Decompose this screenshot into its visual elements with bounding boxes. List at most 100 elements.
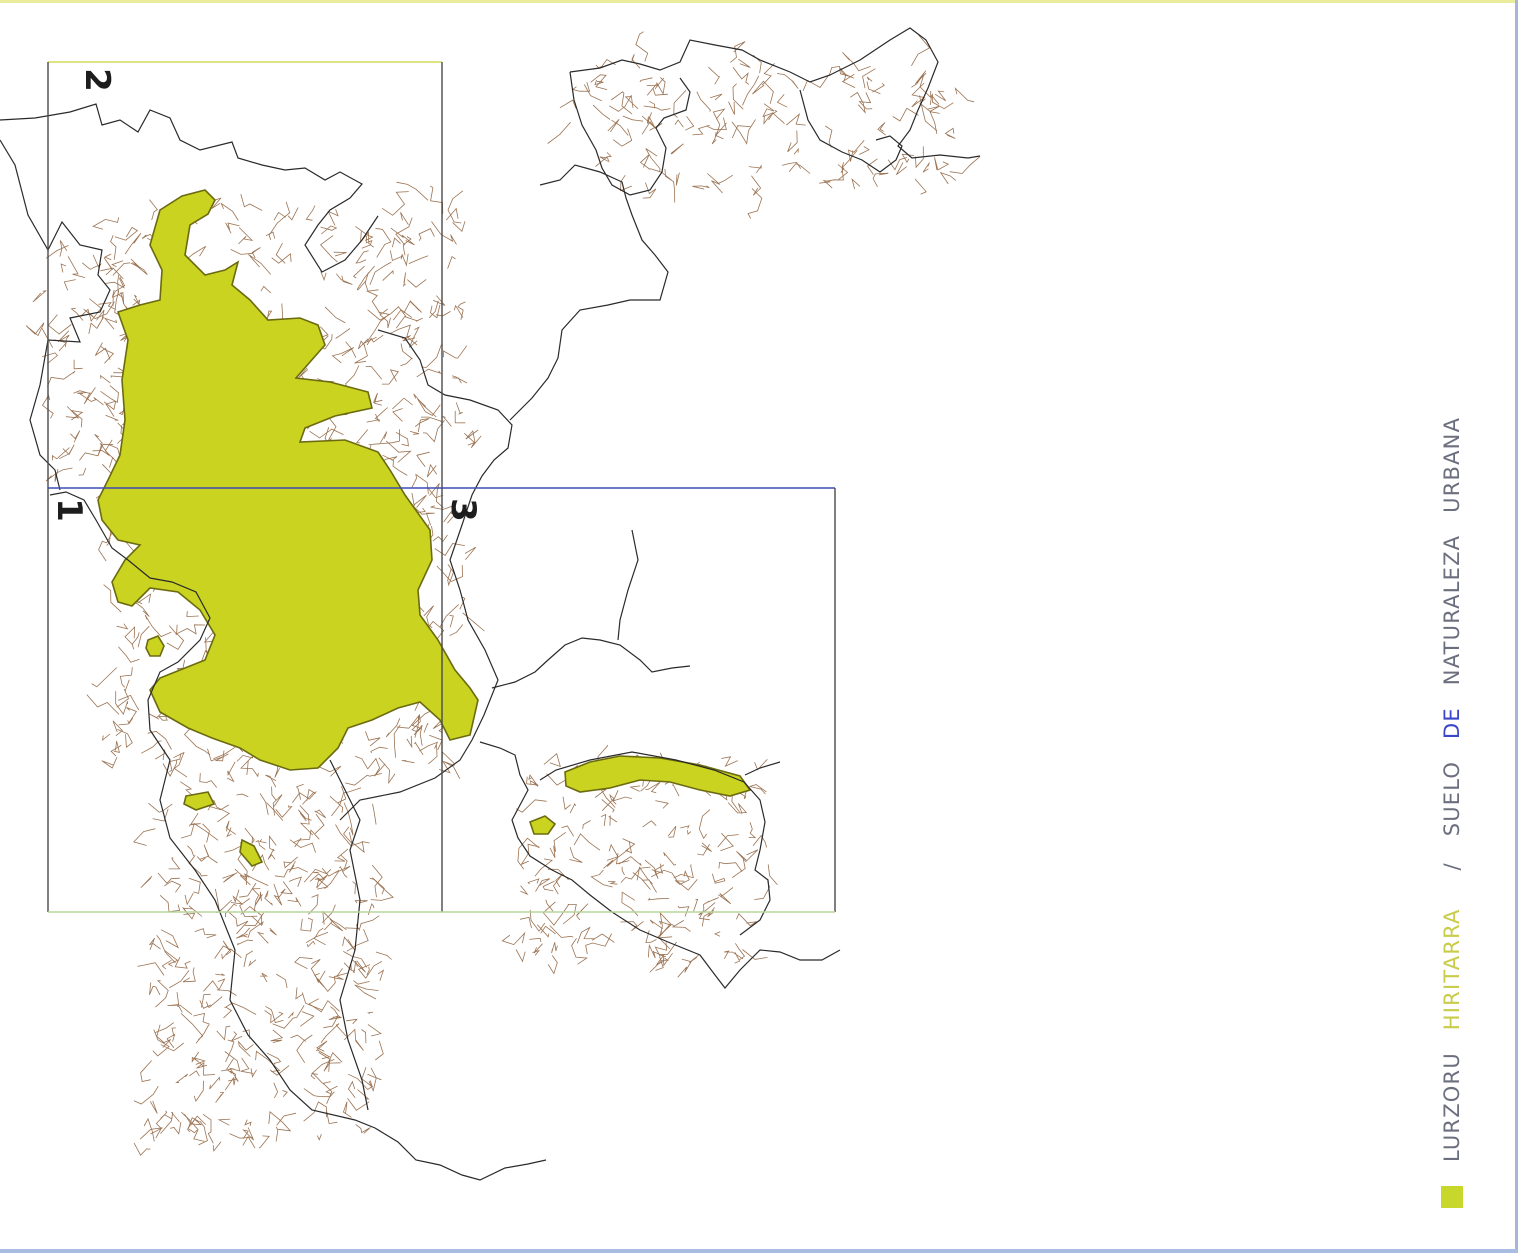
street-line: [222, 872, 238, 883]
street-line: [533, 943, 543, 954]
street-line: [529, 937, 542, 942]
street-line: [199, 1000, 212, 1009]
street-line: [738, 58, 751, 68]
street-line: [526, 776, 539, 786]
street-line: [842, 52, 871, 72]
street-line: [366, 407, 388, 423]
street-line: [240, 193, 263, 211]
street-line: [622, 838, 636, 854]
street-line: [86, 694, 120, 715]
street-line: [275, 1126, 279, 1142]
legend-label: LURZORU HIRITARRA / SUELO DE NATURALEZA …: [1440, 417, 1464, 1162]
street-line: [411, 473, 429, 495]
street-line: [595, 58, 616, 69]
street-line: [186, 611, 199, 618]
street-line: [851, 178, 861, 190]
street-line: [583, 84, 602, 102]
boundary-northeast-3: [799, 89, 903, 173]
street-line: [83, 301, 115, 320]
street-line: [273, 883, 283, 906]
street-line: [671, 920, 691, 932]
street-line: [553, 831, 567, 852]
street-line: [238, 227, 254, 245]
street-line: [718, 862, 743, 872]
boundary-center-east: [339, 329, 513, 821]
street-line: [215, 750, 225, 762]
street-line: [380, 431, 388, 443]
street-line: [117, 274, 124, 298]
street-line: [515, 799, 547, 813]
street-line: [225, 903, 237, 918]
street-line: [98, 302, 116, 310]
street-line: [464, 433, 482, 448]
street-line: [408, 255, 429, 264]
street-line: [149, 199, 159, 221]
street-line: [91, 667, 117, 688]
street-line: [25, 322, 45, 337]
street-line: [225, 820, 237, 835]
street-line: [708, 66, 721, 85]
street-line: [296, 1034, 313, 1064]
street-line: [929, 94, 940, 105]
street-line: [110, 235, 117, 260]
street-line: [595, 152, 612, 167]
street-line: [944, 127, 956, 139]
street-line: [395, 316, 423, 329]
urban-area-east-small: [529, 815, 557, 835]
street-line: [520, 843, 540, 866]
street-line: [761, 63, 775, 86]
street-line: [451, 375, 468, 384]
street-line: [701, 842, 712, 852]
street-line: [301, 992, 323, 1011]
street-line: [175, 1073, 189, 1084]
street-line: [368, 1067, 377, 1092]
street-line: [271, 786, 277, 801]
street-line: [402, 272, 406, 287]
street-line: [247, 915, 264, 938]
street-line: [203, 978, 226, 992]
street-line: [646, 83, 660, 96]
street-line: [217, 1118, 231, 1126]
street-line: [667, 825, 677, 838]
street-line: [32, 290, 48, 303]
street-line: [164, 880, 182, 893]
page-border-right: [1515, 0, 1518, 1253]
street-line: [252, 854, 270, 871]
street-line: [180, 781, 194, 797]
street-line: [154, 1022, 175, 1034]
street-line: [395, 217, 413, 246]
street-line: [641, 115, 656, 129]
street-line: [187, 1117, 200, 1133]
street-line: [265, 1005, 284, 1024]
street-line: [355, 226, 374, 241]
street-line: [311, 1059, 335, 1075]
street-line: [230, 1031, 243, 1042]
street-line: [464, 546, 477, 560]
street-line: [647, 943, 656, 959]
street-line: [896, 162, 907, 176]
street-line: [372, 392, 383, 406]
street-line: [308, 894, 319, 915]
street-line: [576, 926, 596, 944]
street-line: [208, 804, 230, 811]
street-line: [198, 1120, 208, 1146]
street-line: [501, 931, 526, 946]
street-line: [310, 958, 321, 982]
street-line: [346, 1018, 358, 1025]
street-line: [646, 112, 652, 124]
street-line: [601, 799, 615, 813]
street-line: [392, 397, 413, 410]
street-line: [658, 911, 673, 939]
street-line: [731, 858, 746, 879]
street-line: [655, 800, 669, 809]
street-line: [406, 735, 413, 749]
street-line: [45, 245, 69, 259]
street-line: [288, 861, 296, 873]
street-line: [323, 1015, 342, 1029]
street-line: [266, 310, 273, 322]
street-line: [157, 872, 180, 884]
street-line: [229, 1133, 253, 1139]
street-line: [166, 632, 185, 650]
street-line: [193, 1057, 206, 1067]
street-line: [892, 107, 919, 122]
